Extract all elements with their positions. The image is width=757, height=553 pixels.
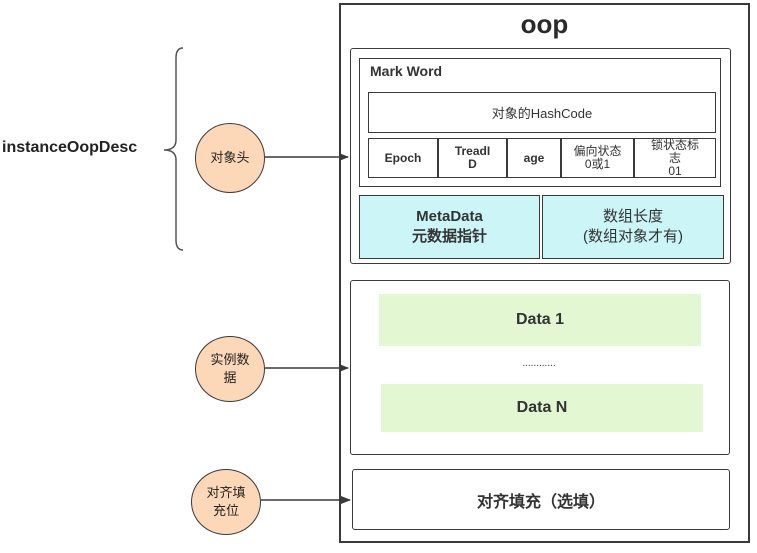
thread-id-cell-line1: TreadI xyxy=(454,144,491,158)
metadata-line1: MetaData xyxy=(416,208,483,225)
biased-state-cell-line2: 0或1 xyxy=(584,157,611,171)
object-header-circle: 对象头 xyxy=(195,123,265,193)
thread-id-cell: TreadI D xyxy=(438,138,507,178)
padding-circle-label: 对齐填充位 xyxy=(206,485,246,518)
age-cell-label: age xyxy=(523,150,545,165)
thread-id-cell-line2: D xyxy=(468,157,477,171)
padding-box: 对齐填充（选填） xyxy=(352,469,730,530)
mark-word-box xyxy=(359,58,721,187)
hashcode-cell: 对象的HashCode xyxy=(368,92,716,133)
lock-flag-cell-line3: 01 xyxy=(668,163,682,178)
metadata-pointer-box: MetaData 元数据指针 xyxy=(359,195,540,259)
mark-word-label: Mark Word xyxy=(370,63,443,79)
array-length-box: 数组长度 (数组对象才有) xyxy=(542,195,724,259)
instance-data-circle-label: 实例数据 xyxy=(210,352,250,385)
data-n-block: Data N xyxy=(381,384,703,432)
age-cell: age xyxy=(507,138,561,178)
lock-flag-cell: 锁状态标 志 01 xyxy=(634,138,716,178)
oop-container xyxy=(339,3,750,543)
lock-flag-cell-line2: 志 xyxy=(668,150,681,165)
oop-title: oop xyxy=(520,8,569,39)
data-ellipsis: ............ xyxy=(522,357,556,369)
biased-state-cell: 偏向状态 0或1 xyxy=(561,138,634,178)
instance-data-circle: 实例数据 xyxy=(195,336,265,402)
metadata-line2: 元数据指针 xyxy=(411,228,487,245)
object-header-circle-label: 对象头 xyxy=(210,150,250,165)
padding-circle: 对齐填充位 xyxy=(191,469,261,535)
brace xyxy=(163,47,184,251)
lock-flag-cell-line1: 锁状态标 xyxy=(650,137,699,152)
epoch-cell-label: Epoch xyxy=(384,150,422,165)
array-length-line2: (数组对象才有) xyxy=(583,228,683,245)
array-length-line1: 数组长度 xyxy=(602,208,663,225)
epoch-cell: Epoch xyxy=(368,138,438,178)
biased-state-cell-line1: 偏向状态 xyxy=(573,144,622,158)
data-1-block: Data 1 xyxy=(379,294,701,346)
instance-oop-desc-label: instanceOopDesc xyxy=(2,139,138,156)
